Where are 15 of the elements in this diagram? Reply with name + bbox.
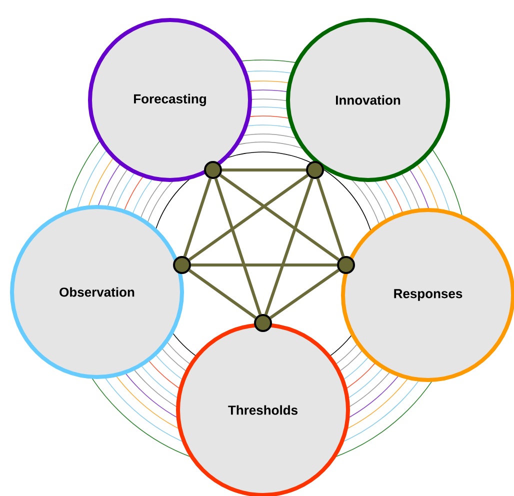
connector-line xyxy=(264,178,314,315)
connector-line xyxy=(222,168,306,172)
dot xyxy=(306,161,324,179)
dot xyxy=(254,314,272,332)
connector-line xyxy=(188,174,309,261)
connector-line xyxy=(188,269,257,319)
connector-line xyxy=(316,178,345,257)
connector-line xyxy=(270,268,340,320)
dot xyxy=(173,256,191,274)
connector-line xyxy=(214,178,262,315)
connector-line xyxy=(219,174,340,261)
connector-line xyxy=(183,178,212,257)
dot xyxy=(204,161,222,179)
dot xyxy=(337,256,355,274)
connector-line xyxy=(191,264,337,266)
